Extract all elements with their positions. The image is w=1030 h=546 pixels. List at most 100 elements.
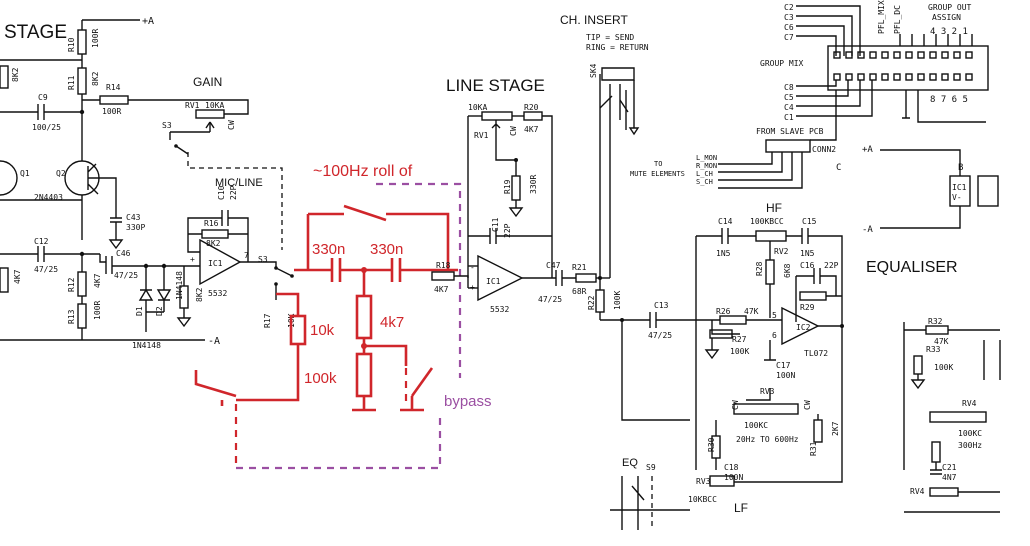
q2-label: Q2 bbox=[56, 169, 66, 178]
c17-value: 100N bbox=[776, 371, 795, 380]
group-c1: C1 bbox=[784, 113, 794, 122]
rv3-lf-pot[interactable] bbox=[733, 403, 799, 415]
c43-label: C43 bbox=[126, 213, 141, 222]
assign-top-nums: 4 3 2 1 bbox=[930, 27, 968, 37]
r22-label: R22 bbox=[587, 295, 596, 310]
r16-value: 8K2 bbox=[206, 239, 221, 248]
sk4-label: SK4 bbox=[589, 63, 598, 78]
r21-value: 68R bbox=[572, 287, 587, 296]
group-out-assign-2: ASSIGN bbox=[932, 13, 961, 22]
eq-label: EQ bbox=[622, 457, 638, 469]
gain-label: GAIN bbox=[193, 75, 222, 89]
rv2-hf-pot[interactable] bbox=[755, 230, 787, 242]
r16-resistor bbox=[201, 229, 229, 239]
c9-label: C9 bbox=[38, 93, 48, 102]
ic1-opamp bbox=[199, 238, 242, 286]
rv4-value: 100KC bbox=[958, 429, 982, 438]
rv1b-value: 10KA bbox=[468, 103, 487, 112]
to-mute-2: MUTE ELEMENTS bbox=[630, 170, 685, 178]
r15-value: 8K2 bbox=[195, 287, 204, 302]
s3b-label: S3 bbox=[258, 255, 268, 264]
c16-label: C16 bbox=[800, 261, 815, 270]
pfl-mix: PFL_MIX bbox=[877, 0, 886, 34]
stage-title: STAGE bbox=[4, 22, 67, 43]
rv1-label: RV1 bbox=[185, 101, 200, 110]
b-label: B bbox=[958, 163, 963, 173]
c46-value: 47/25 bbox=[114, 271, 138, 280]
c10-label: C10 bbox=[217, 185, 226, 200]
rv1-line-pot bbox=[481, 111, 513, 121]
c16-value: 22P bbox=[824, 261, 839, 270]
bypass-label: bypass bbox=[444, 393, 492, 410]
l-ch: L_CH bbox=[696, 170, 713, 178]
r18-value: 4K7 bbox=[434, 285, 449, 294]
cap-330n-b-label: 330n bbox=[370, 241, 403, 258]
res-10k-label: 10k bbox=[310, 322, 335, 339]
cap-330n-a bbox=[330, 258, 342, 282]
ch-insert-title: CH. INSERT bbox=[560, 13, 628, 27]
res-100k bbox=[355, 352, 373, 398]
r20-label: R20 bbox=[524, 103, 539, 112]
r33-resistor bbox=[913, 355, 923, 375]
c15-label: C15 bbox=[802, 217, 817, 226]
ic2-label: IC2 bbox=[796, 323, 811, 332]
d1-label: D1 bbox=[135, 306, 144, 316]
ch-insert-ring: RING = RETURN bbox=[586, 43, 649, 52]
r28-label: R28 bbox=[755, 261, 764, 276]
r29-resistor bbox=[799, 291, 827, 301]
rolloff-filter-mod: ~100Hz roll of 330n 330n 4k7 100k 10k bbox=[194, 163, 492, 470]
r28-resistor bbox=[765, 259, 775, 285]
assign-bot-nums: 8 7 6 5 bbox=[930, 95, 968, 105]
lf-label: LF bbox=[734, 501, 748, 515]
svg-text:-: - bbox=[470, 263, 475, 272]
r30-label: R30 bbox=[707, 437, 716, 452]
r31-resistor bbox=[813, 419, 823, 443]
ic1-line-opamp bbox=[477, 254, 524, 302]
to-mute-1: TO bbox=[654, 160, 662, 168]
c17-label: C17 bbox=[776, 361, 791, 370]
r18-label: R18 bbox=[436, 261, 451, 270]
rv1-gain-pot bbox=[195, 109, 225, 119]
c14-value: 1N5 bbox=[716, 249, 731, 258]
r12-label: R12 bbox=[67, 277, 76, 292]
mic-preamp-section: STAGE +A R10 100R R11 8K2 8K2 R14 100R C… bbox=[0, 16, 283, 350]
c-label-right: C bbox=[836, 163, 841, 173]
cap-330n-a-label: 330n bbox=[312, 241, 345, 258]
hf-label: HF bbox=[766, 201, 782, 215]
r26-label: R26 bbox=[716, 307, 731, 316]
cap-330n-b bbox=[390, 258, 402, 282]
c13-value: 47/25 bbox=[648, 331, 672, 340]
r16-label: R16 bbox=[204, 219, 219, 228]
rv3b-value: 10KBCC bbox=[688, 495, 717, 504]
ic1-label: IC1 bbox=[208, 259, 223, 268]
r18-resistor bbox=[431, 271, 455, 281]
rv1b-label: RV1 bbox=[474, 131, 489, 140]
rv4-mid-pot[interactable] bbox=[929, 411, 987, 423]
r17-label: R17 bbox=[263, 313, 272, 328]
rv4-label: RV4 bbox=[962, 399, 977, 408]
c14-label: C14 bbox=[718, 217, 733, 226]
pfl-dc: PFL_DC bbox=[893, 5, 902, 34]
r32-label: R32 bbox=[928, 317, 943, 326]
mic-line-label: MIC/LINE bbox=[215, 177, 263, 189]
svg-text:CW: CW bbox=[227, 120, 236, 130]
r22-value: 100K bbox=[613, 291, 622, 310]
from-slave-pcb: FROM SLAVE PCB bbox=[756, 127, 824, 136]
svg-text:7: 7 bbox=[244, 251, 249, 260]
group-out-assign-1: GROUP OUT bbox=[928, 3, 972, 12]
r31-label: R31 bbox=[809, 441, 818, 456]
r19-label: R19 bbox=[503, 179, 512, 194]
group-c5: C5 bbox=[784, 93, 794, 102]
r19-resistor bbox=[511, 175, 521, 201]
c10-value: 22P bbox=[229, 185, 238, 200]
group-connector bbox=[827, 45, 989, 91]
r-mon: R_MON bbox=[696, 162, 717, 170]
r31-value: 2K7 bbox=[831, 421, 840, 436]
r27-label: R27 bbox=[732, 335, 747, 344]
r33-label: R33 bbox=[926, 345, 941, 354]
rv3-range: 20Hz TO 600Hz bbox=[736, 435, 799, 444]
s-ch: S_CH bbox=[696, 178, 713, 186]
c47-value: 47/25 bbox=[538, 295, 562, 304]
insert-jack[interactable] bbox=[601, 67, 635, 81]
